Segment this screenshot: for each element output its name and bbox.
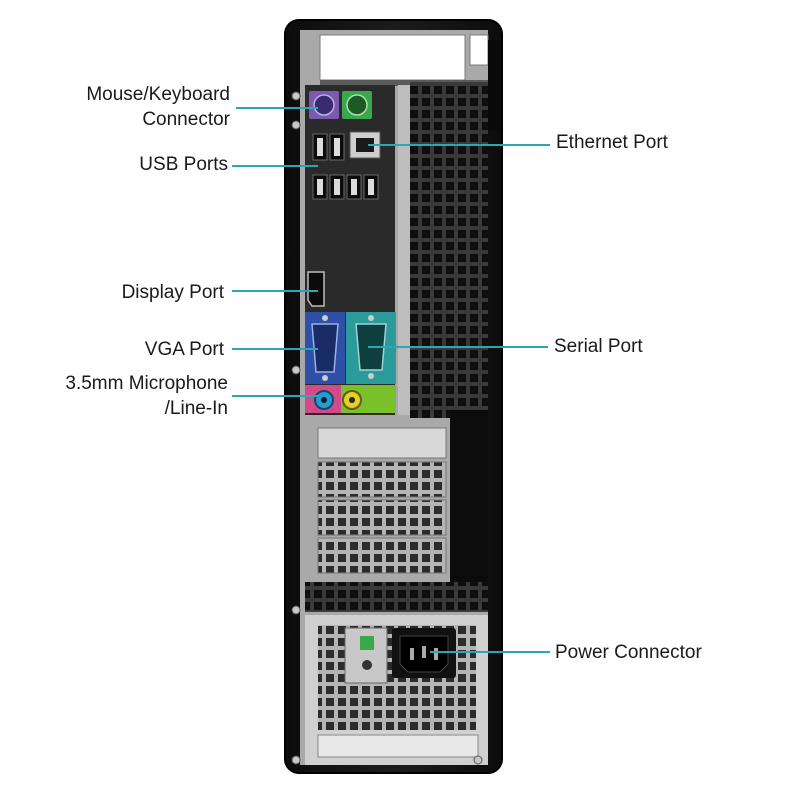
power-socket-icon <box>392 628 456 678</box>
label-power-connector: Power Connector <box>555 642 702 663</box>
label-vga-port: VGA Port <box>144 339 224 360</box>
screws <box>291 91 483 765</box>
usb-port-icon <box>312 133 345 161</box>
label-ethernet-port: Ethernet Port <box>556 132 668 153</box>
usb-port-icon <box>312 174 379 200</box>
label-serial-port: Serial Port <box>554 336 643 357</box>
leader-lines <box>232 107 550 653</box>
expansion-slots <box>305 410 488 612</box>
vga-port-icon <box>305 312 345 384</box>
label-mouse-keyboard: Mouse/Keyboard Connector <box>86 84 230 130</box>
audio-jack-icon <box>305 385 396 413</box>
ethernet-port-icon <box>349 131 381 159</box>
label-usb-ports: USB Ports <box>139 154 228 175</box>
ps2-port-icon <box>309 91 372 119</box>
label-microphone: 3.5mm Microphone /Line-In <box>65 373 228 419</box>
label-display-port: Display Port <box>121 282 224 303</box>
displayport-icon <box>307 271 325 307</box>
